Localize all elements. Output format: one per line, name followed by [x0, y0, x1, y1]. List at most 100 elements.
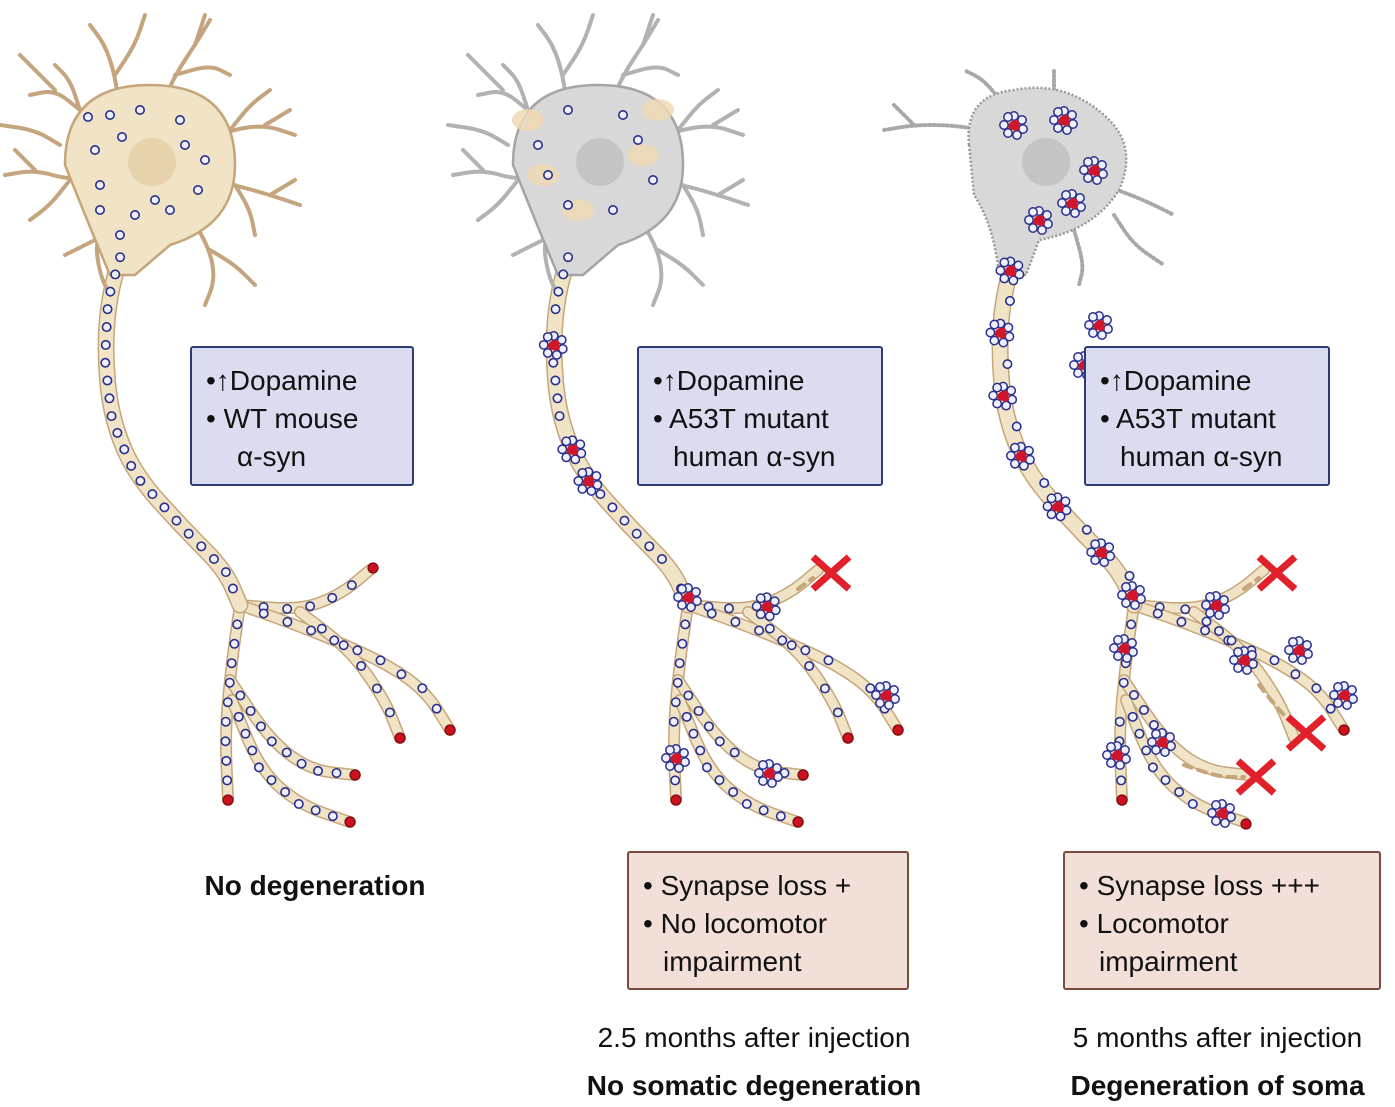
vesicle-icon	[1114, 716, 1125, 727]
vesicle-icon	[832, 707, 843, 718]
vesicle-icon	[1002, 359, 1013, 370]
dendrite	[263, 108, 292, 127]
vesicle-icon	[686, 602, 696, 612]
vesicle-icon	[1187, 798, 1198, 809]
vesicle-icon	[356, 661, 367, 672]
dendrite	[0, 123, 62, 147]
vesicle-icon	[999, 273, 1010, 284]
vesicle-icon	[661, 753, 671, 763]
alpha-syn-aggregate-icon	[985, 318, 1015, 348]
aggregate-core	[1012, 125, 1020, 131]
vesicle-icon	[557, 444, 568, 455]
vesicle-icon	[90, 145, 101, 156]
vesicle-icon	[729, 747, 740, 758]
aggregate-core	[1342, 695, 1350, 701]
vesicle-icon	[306, 625, 317, 636]
vesicle-icon	[665, 761, 675, 771]
vesicle-icon	[767, 778, 777, 788]
info-box-wt: •↑Dopamine • WT mouse α-syn	[190, 346, 414, 486]
degenerating-branch	[796, 576, 815, 591]
alpha-syn-aggregate-icon	[573, 466, 603, 496]
info-line: •↑Dopamine	[1100, 365, 1252, 396]
alpha-syn-aggregate-icon	[1201, 591, 1230, 620]
x-stroke	[1235, 758, 1277, 796]
vesicle-icon	[331, 767, 342, 778]
vesicle-icon	[1106, 742, 1116, 752]
vesicle-icon	[280, 787, 291, 798]
vesicle-icon	[656, 553, 667, 564]
x-stroke	[810, 554, 852, 592]
info-box-a53t-5m: •↑Dopamine • A53T mutant human α-syn	[1084, 346, 1330, 486]
vesicle-icon	[1121, 582, 1131, 592]
vesicle-icon	[988, 390, 999, 401]
vesicle-icon	[674, 763, 684, 773]
dendrite	[476, 178, 520, 222]
vesicle-icon	[875, 698, 885, 708]
vesicle-icon	[631, 528, 642, 539]
vesicle-icon	[1008, 275, 1019, 286]
vesicle-icon	[1329, 690, 1339, 700]
vesicle-icon	[221, 755, 232, 766]
vesicle-icon	[998, 337, 1009, 348]
degenerating-branch	[1257, 683, 1296, 727]
vesicle-icon	[562, 200, 573, 211]
vesicle-icon	[688, 728, 699, 739]
aggregate-core	[1062, 120, 1070, 126]
aggregate-core	[1092, 170, 1100, 176]
vesicle-icon	[1097, 330, 1107, 340]
axon-branch	[683, 600, 903, 735]
vesicle-icon	[1106, 758, 1116, 768]
vesicle-icon	[1028, 223, 1038, 233]
alpha-syn-aggregate-icon	[1084, 311, 1113, 340]
alpha-syn-aggregate-icon	[1102, 741, 1131, 770]
vesicle-icon	[1211, 800, 1221, 810]
vesicle-icon	[1311, 683, 1322, 694]
alpha-syn-aggregate-icon	[1147, 728, 1176, 757]
vesicle-icon	[1088, 328, 1098, 338]
alpha-syn-aggregate-icon	[538, 330, 568, 360]
vesicle-icon	[764, 623, 775, 634]
alpha-syn-aggregate-icon	[751, 592, 781, 622]
aggregate-core	[1099, 552, 1108, 559]
alpha-syn-aggregate-icon	[1229, 646, 1258, 675]
dendrite-fragmented	[1072, 228, 1085, 287]
synaptic-terminal	[892, 724, 904, 736]
vesicle-icon	[222, 697, 233, 708]
aggregate-core	[1242, 660, 1250, 666]
dendrite	[28, 178, 72, 222]
vesicle-icon	[1269, 655, 1280, 666]
alpha-syn-aggregate-icon	[1005, 441, 1035, 471]
vesicle-icon	[338, 640, 349, 651]
vesicle-icon	[384, 707, 395, 718]
vesicle-icon	[1102, 750, 1112, 760]
alpha-syn-aggregate-icon	[999, 111, 1028, 140]
vesicle-icon	[595, 489, 606, 500]
vesicle-icon	[1081, 524, 1092, 535]
vesicle-icon	[1205, 592, 1215, 602]
vesicle-icon	[266, 736, 277, 747]
vesicle-icon	[1084, 320, 1094, 330]
vesicle-icon	[542, 170, 553, 181]
vesicle-icon	[677, 638, 688, 649]
vesicle-icon	[1018, 460, 1029, 471]
dendrite	[466, 53, 505, 92]
synaptic-terminal	[1240, 818, 1252, 830]
vesicle-icon	[724, 603, 735, 614]
vesicle-icon	[1092, 175, 1102, 185]
vesicle-icon	[171, 515, 182, 526]
vesicle-icon	[296, 758, 307, 769]
vesicle-icon	[1220, 818, 1230, 828]
outcome-box-5m: • Synapse loss +++ • Locomotor impairmen…	[1063, 851, 1381, 990]
vesicle-icon	[695, 745, 706, 756]
axon-branch-outline	[682, 599, 904, 736]
vesicle-icon	[431, 703, 442, 714]
pigment-patch	[512, 109, 544, 131]
vesicle-icon	[561, 436, 572, 447]
vesicle-icon	[417, 683, 428, 694]
vesicle-icon	[1288, 637, 1298, 647]
vesicle-icon	[1009, 442, 1020, 453]
caption-degeneration-of-soma: Degeneration of soma	[1070, 1070, 1365, 1101]
vesicle-icon	[532, 140, 543, 151]
vesicle-icon	[375, 655, 386, 666]
